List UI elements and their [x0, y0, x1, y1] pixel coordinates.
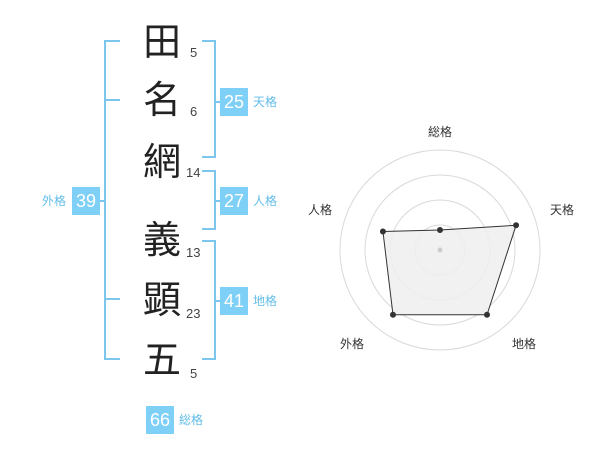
radar-label-soukaku: 総格: [427, 125, 452, 139]
jinkaku-connector: [214, 200, 222, 202]
radar-label-chikaku: 地格: [511, 337, 536, 351]
chikaku-bracket-top: [202, 240, 216, 242]
tenkaku-bracket-top: [202, 40, 216, 42]
radar-grid-ring: [364, 174, 516, 326]
radar-point-5: [379, 228, 386, 235]
gaikaku-bracket-top: [104, 40, 120, 42]
jinkaku-bracket-top: [202, 170, 216, 172]
tenkaku-label: 天格: [253, 95, 278, 109]
jinkaku-bracket-bottom: [202, 228, 216, 230]
chikaku-connector: [214, 300, 222, 302]
radar-label-jinkaku: 人格: [307, 203, 332, 217]
name-char-6: 五: [142, 338, 181, 382]
chikaku-badge: 41: [220, 287, 248, 315]
gaikaku-bracket-bottom: [104, 358, 120, 360]
radar-grid-ring: [339, 149, 541, 351]
chikaku-label: 地格: [253, 294, 278, 308]
gaikaku-badge: 39: [72, 187, 100, 215]
name-char-4: 義: [142, 218, 181, 262]
radar-point-3: [484, 311, 491, 318]
tenkaku-bracket-bottom: [202, 156, 216, 158]
radar-point-1: [437, 227, 443, 233]
chikaku-bracket-bottom: [202, 358, 216, 360]
stroke-count-4: 13: [186, 245, 201, 260]
stroke-count-2: 6: [190, 104, 198, 119]
name-char-2: 名: [142, 78, 181, 122]
jinkaku-label: 人格: [253, 194, 278, 208]
gaikaku-connector: [98, 200, 106, 202]
radar-label-gaikaku: 外格: [339, 337, 364, 351]
name-char-5: 顕: [142, 278, 181, 322]
name-char-3: 網: [142, 140, 181, 184]
radar-point-4: [389, 311, 396, 318]
jinkaku-badge: 27: [220, 187, 248, 215]
radar-center-dot: [437, 247, 443, 253]
radar-point-2: [513, 222, 520, 229]
radar-data-area: [382, 224, 517, 316]
tenkaku-bracket: [214, 40, 216, 158]
tenkaku-connector: [214, 101, 222, 103]
gaikaku-bracket-mid1: [104, 99, 120, 101]
tenkaku-badge: 25: [220, 88, 248, 116]
stroke-count-3: 14: [186, 165, 201, 180]
gaikaku-bracket-mid2: [104, 298, 120, 300]
soukaku-label: 総格: [179, 413, 204, 427]
radar-label-tenkaku: 天格: [549, 203, 574, 217]
stroke-count-6: 5: [190, 366, 198, 381]
soukaku-badge: 66: [146, 406, 174, 434]
gaikaku-label: 外格: [42, 194, 67, 208]
stroke-count-1: 5: [190, 45, 198, 60]
stroke-count-5: 23: [186, 306, 201, 321]
name-char-1: 田: [142, 20, 181, 64]
